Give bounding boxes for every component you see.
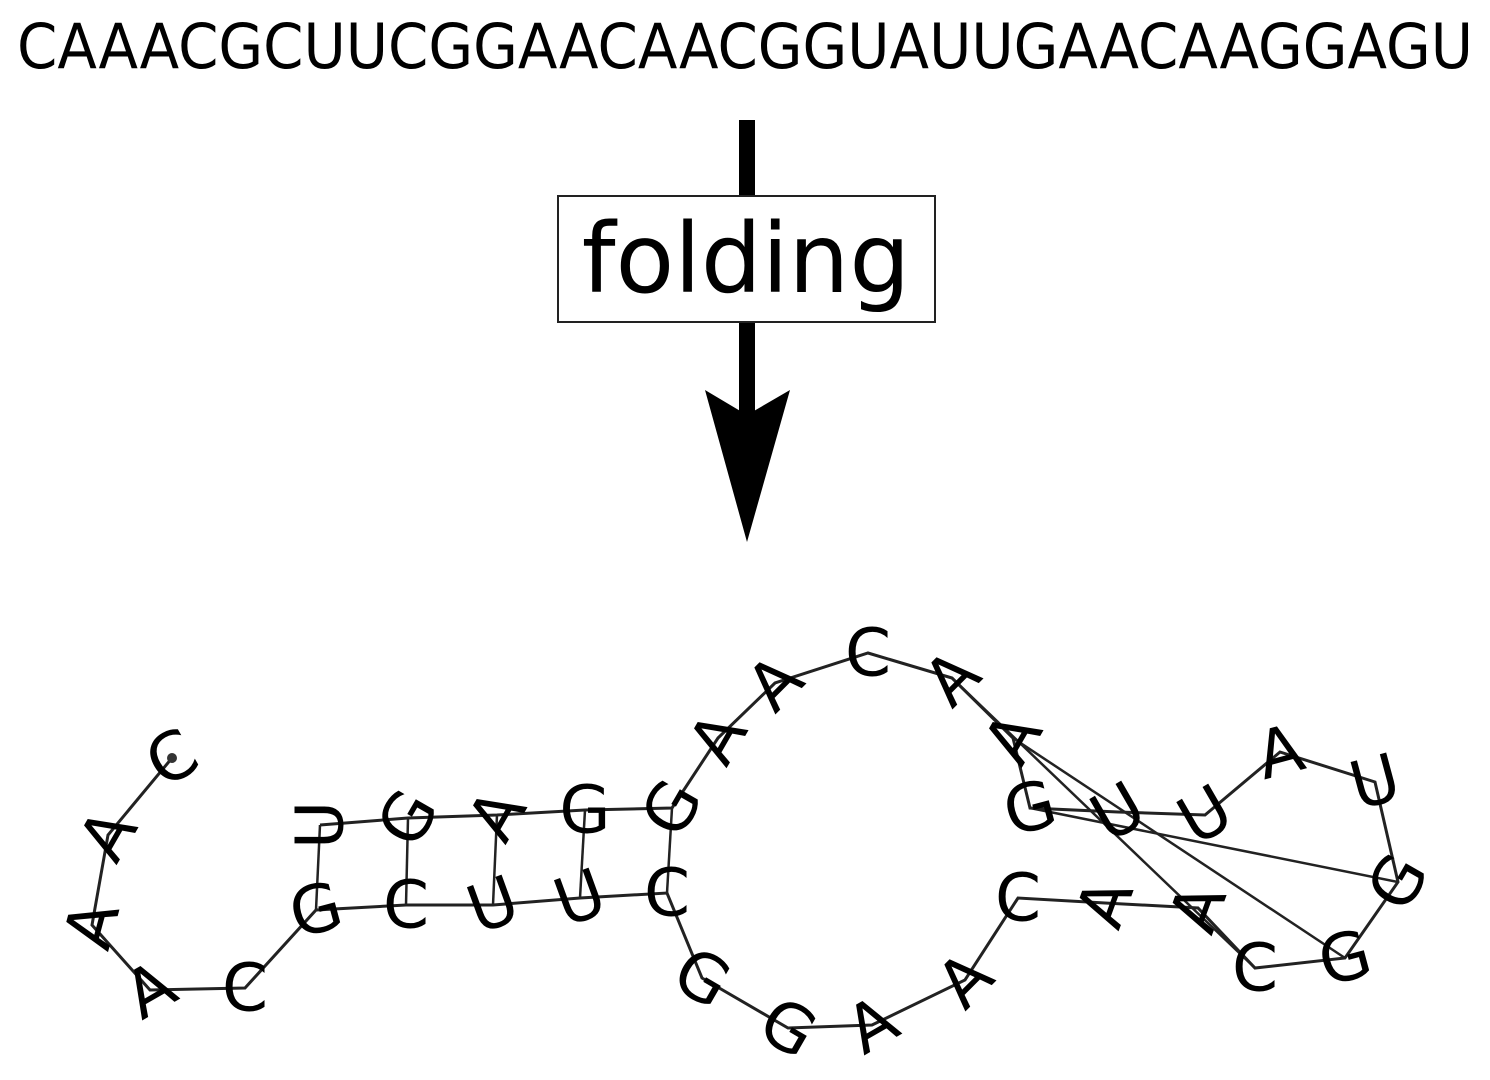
five-prime-end-marker (167, 753, 177, 763)
nucleotide-34: G (362, 777, 454, 860)
nucleotide-14: A (922, 937, 1008, 1023)
base-pair-bond-8 (1029, 806, 1399, 884)
nucleotide-6: G (281, 866, 350, 954)
base-pair-bond-5 (665, 807, 674, 894)
folding-arrow (705, 120, 790, 542)
nucleotide-21: U (1342, 739, 1409, 826)
arrow-head (705, 390, 790, 542)
nucleotide-11: G (661, 932, 744, 1024)
backbone-line (90, 651, 1400, 1030)
base-pair-bond-3 (491, 814, 499, 906)
nucleotide-33: A (452, 776, 541, 854)
backbone (90, 651, 1400, 1030)
nucleotide-32: G (559, 772, 610, 849)
nucleotide-8: U (457, 861, 529, 950)
nucleotide-17: A (1154, 874, 1242, 943)
base-pair-bond-2 (404, 817, 410, 906)
nucleotide-12: G (747, 982, 830, 1074)
folding-label-box: folding (557, 195, 936, 323)
folding-label-frame (557, 195, 936, 323)
folding-label: folding (582, 203, 911, 315)
nucleotide-22: A (1248, 709, 1312, 795)
rna-sequence-text: CAAACGCUUCGGAACAACGGUAUUGAACAAGGAGU (17, 10, 1473, 83)
base-pair-bond-1 (314, 824, 322, 911)
base-pair-bond-4 (578, 809, 587, 899)
nucleotide-35: U (282, 801, 359, 849)
nucleotide-30: A (673, 699, 762, 777)
nucleotide-20: G (1352, 841, 1444, 924)
nucleotide-7: C (383, 867, 429, 944)
arrow-shaft-bottom (739, 320, 755, 420)
nucleotide-16: A (1061, 869, 1149, 938)
nucleotide-3: A (49, 893, 135, 957)
nucleotide-5: C (222, 950, 268, 1027)
nucleotide-28: C (845, 615, 891, 692)
nucleotide-9: U (544, 854, 616, 943)
arrow-shaft-top (739, 120, 755, 200)
nucleotide-18: C (1232, 930, 1278, 1007)
nucleotide-13: A (833, 980, 911, 1069)
nucleotide-2: A (63, 796, 152, 874)
nucleotide-31: G (626, 767, 718, 850)
nucleotide-19: G (1310, 914, 1379, 1002)
nucleotide-15: C (995, 860, 1041, 937)
base-pair-bond-7 (1012, 736, 1346, 960)
nucleotide-10: C (644, 855, 690, 932)
